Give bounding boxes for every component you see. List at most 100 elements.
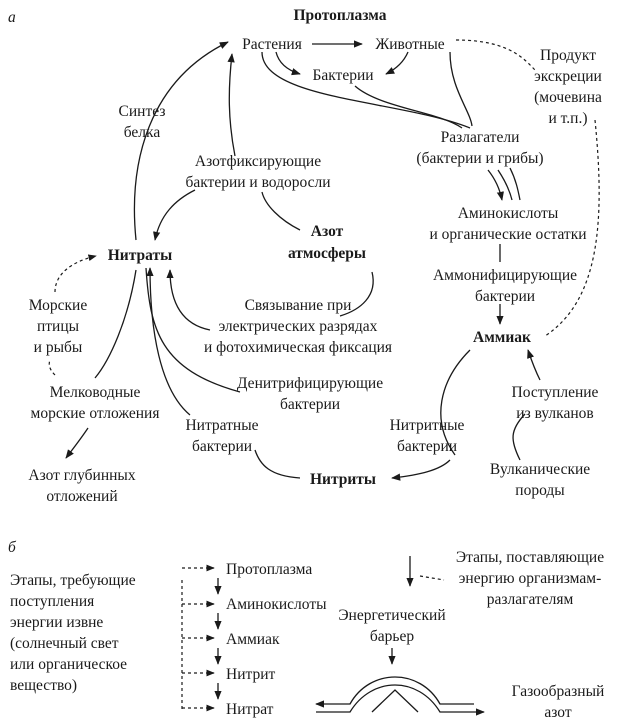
node-animals: Животные (375, 36, 444, 53)
svg-text:Этапы, требующие: Этапы, требующие (10, 572, 136, 589)
line-ammonia-nitritebact (440, 349, 471, 456)
arrow-decomposers-amino-3 (509, 167, 521, 201)
svg-text:Разлагатели: Разлагатели (441, 129, 520, 146)
svg-text:бактерии: бактерии (280, 396, 340, 413)
svg-text:Поступление: Поступление (512, 384, 599, 401)
line-atm-fixers (261, 191, 301, 231)
svg-text:Продукт: Продукт (540, 47, 596, 64)
barrier-inner-triangle (371, 689, 419, 713)
panel-b-letter: б (8, 539, 17, 556)
arrow-fixers-nitrates (153, 189, 196, 241)
energy-supply-dash (419, 575, 445, 581)
step-protoplasm: Протоплазма (226, 561, 312, 578)
svg-text:энергии извне: энергии извне (10, 614, 103, 631)
line-plants-decomposers (261, 51, 471, 129)
dashed-animals-excretion (455, 39, 536, 71)
svg-text:и рыбы: и рыбы (34, 339, 83, 356)
node-nitrate-bacteria: Нитратные бактерии (185, 417, 258, 455)
svg-text:барьер: барьер (370, 628, 414, 645)
svg-text:и органические остатки: и органические остатки (429, 226, 586, 243)
label-protoplasm: Протоплазма (294, 7, 387, 24)
arrow-nitrates-plants (133, 41, 229, 241)
label-seabirds: Морские птицы и рыбы (29, 297, 88, 356)
dashed-seabirds-nitrates (54, 254, 97, 293)
panel-b: б Этапы, требующие поступления энергии и… (8, 539, 604, 721)
svg-text:Этапы, поставляющие: Этапы, поставляющие (456, 549, 604, 566)
svg-text:Нитритные: Нитритные (390, 417, 465, 434)
node-decomposers: Разлагатели (бактерии и грибы) (416, 129, 543, 167)
svg-text:бактерии: бактерии (475, 288, 535, 305)
label-volcano-input: Поступление из вулканов (512, 384, 599, 422)
arrow-plants-bacteria (275, 51, 301, 76)
barrier-outer-left (315, 676, 474, 708)
arrow-volcano-ammonia (527, 349, 541, 381)
svg-text:атмосферы: атмосферы (288, 245, 366, 262)
svg-text:разлагателям: разлагателям (487, 591, 574, 608)
svg-text:Денитрифицирующие: Денитрифицирующие (237, 375, 383, 392)
label-gas-nitrogen: Газообразный азот (512, 683, 605, 721)
energy-input-brackets (181, 564, 215, 712)
svg-text:Азотфиксирующие: Азотфиксирующие (195, 153, 321, 170)
svg-text:отложений: отложений (46, 488, 117, 505)
svg-text:(бактерии и грибы): (бактерии и грибы) (416, 150, 543, 167)
svg-text:Азот глубинных: Азот глубинных (28, 467, 135, 484)
arrow-decomposers-amino-2 (497, 169, 513, 201)
svg-text:и фотохимическая фиксация: и фотохимическая фиксация (204, 339, 392, 356)
svg-text:бактерии: бактерии (397, 438, 457, 455)
node-deep-nitrogen: Азот глубинных отложений (28, 467, 135, 505)
svg-text:энергию организмам-: энергию организмам- (459, 570, 601, 587)
svg-text:азот: азот (544, 704, 571, 721)
svg-text:Мелководные: Мелководные (50, 384, 141, 401)
node-amino-acids: Аминокислоты и органические остатки (429, 205, 586, 243)
step-nitrate: Нитрат (226, 701, 274, 718)
svg-text:и т.п.): и т.п.) (549, 110, 588, 127)
step-chain: Протоплазма Аминокислоты Аммиак Нитрит Н… (214, 561, 327, 718)
svg-text:птицы: птицы (37, 318, 80, 335)
arrow-nitratebact-nitrates (146, 267, 191, 416)
panel-a-labels: а Протоплазма Растения Животные Бактерии… (8, 7, 602, 505)
svg-text:породы: породы (515, 482, 565, 499)
svg-text:или органическое: или органическое (10, 656, 127, 673)
svg-text:Морские: Морские (29, 297, 88, 314)
label-energy-barrier: Энергетический барьер (338, 607, 445, 645)
arrow-nitritebact-nitrites (391, 459, 451, 481)
svg-text:поступления: поступления (10, 593, 94, 610)
label-protein-synthesis: Синтез белка (119, 103, 166, 141)
dashed-excretion-ammonia (544, 119, 600, 337)
node-bacteria: Бактерии (312, 67, 373, 84)
node-shallow-deposits: Мелководные морские отложения (31, 384, 160, 422)
line-nitrites-nitratebact (254, 449, 301, 479)
label-excretion: Продукт экскреции (мочевина и т.п.) (534, 47, 602, 127)
line-rocks-volcano (512, 413, 526, 461)
svg-text:Вулканические: Вулканические (490, 461, 590, 478)
svg-text:Газообразный: Газообразный (512, 683, 605, 700)
step-amino-acids: Аминокислоты (226, 596, 327, 613)
node-ammonifiers: Аммонифицирующие бактерии (433, 267, 577, 305)
svg-text:бактерии и водоросли: бактерии и водоросли (185, 174, 330, 191)
line-nitrates-denitrifiers (145, 267, 241, 393)
node-nitrates: Нитраты (108, 247, 172, 264)
panel-a-letter: а (8, 9, 16, 26)
svg-text:морские отложения: морские отложения (31, 405, 160, 422)
svg-text:(солнечный свет: (солнечный свет (10, 635, 119, 652)
svg-text:из вулканов: из вулканов (516, 405, 593, 422)
node-volcanic-rocks: Вулканические породы (490, 461, 590, 499)
svg-text:вещество): вещество) (10, 677, 77, 694)
svg-text:(мочевина: (мочевина (534, 89, 602, 106)
arrow-fixation-nitrates (166, 269, 211, 331)
step-nitrite: Нитрит (226, 666, 275, 683)
node-nitrite-bacteria: Нитритные бактерии (390, 417, 465, 455)
svg-text:Аминокислоты: Аминокислоты (458, 205, 559, 222)
line-bacteria-decomposers (354, 85, 463, 129)
energy-barrier-graphic (315, 676, 485, 716)
arrow-fixers-plants (227, 53, 236, 157)
label-energy-required: Этапы, требующие поступления энергии изв… (10, 572, 136, 694)
svg-text:Синтез: Синтез (119, 103, 166, 120)
dashed-shallow-seabirds (48, 359, 56, 376)
svg-text:экскреции: экскреции (534, 68, 602, 85)
svg-text:белка: белка (124, 124, 161, 141)
node-nitrites: Нитриты (310, 471, 376, 488)
barrier-outer-right (316, 684, 485, 716)
